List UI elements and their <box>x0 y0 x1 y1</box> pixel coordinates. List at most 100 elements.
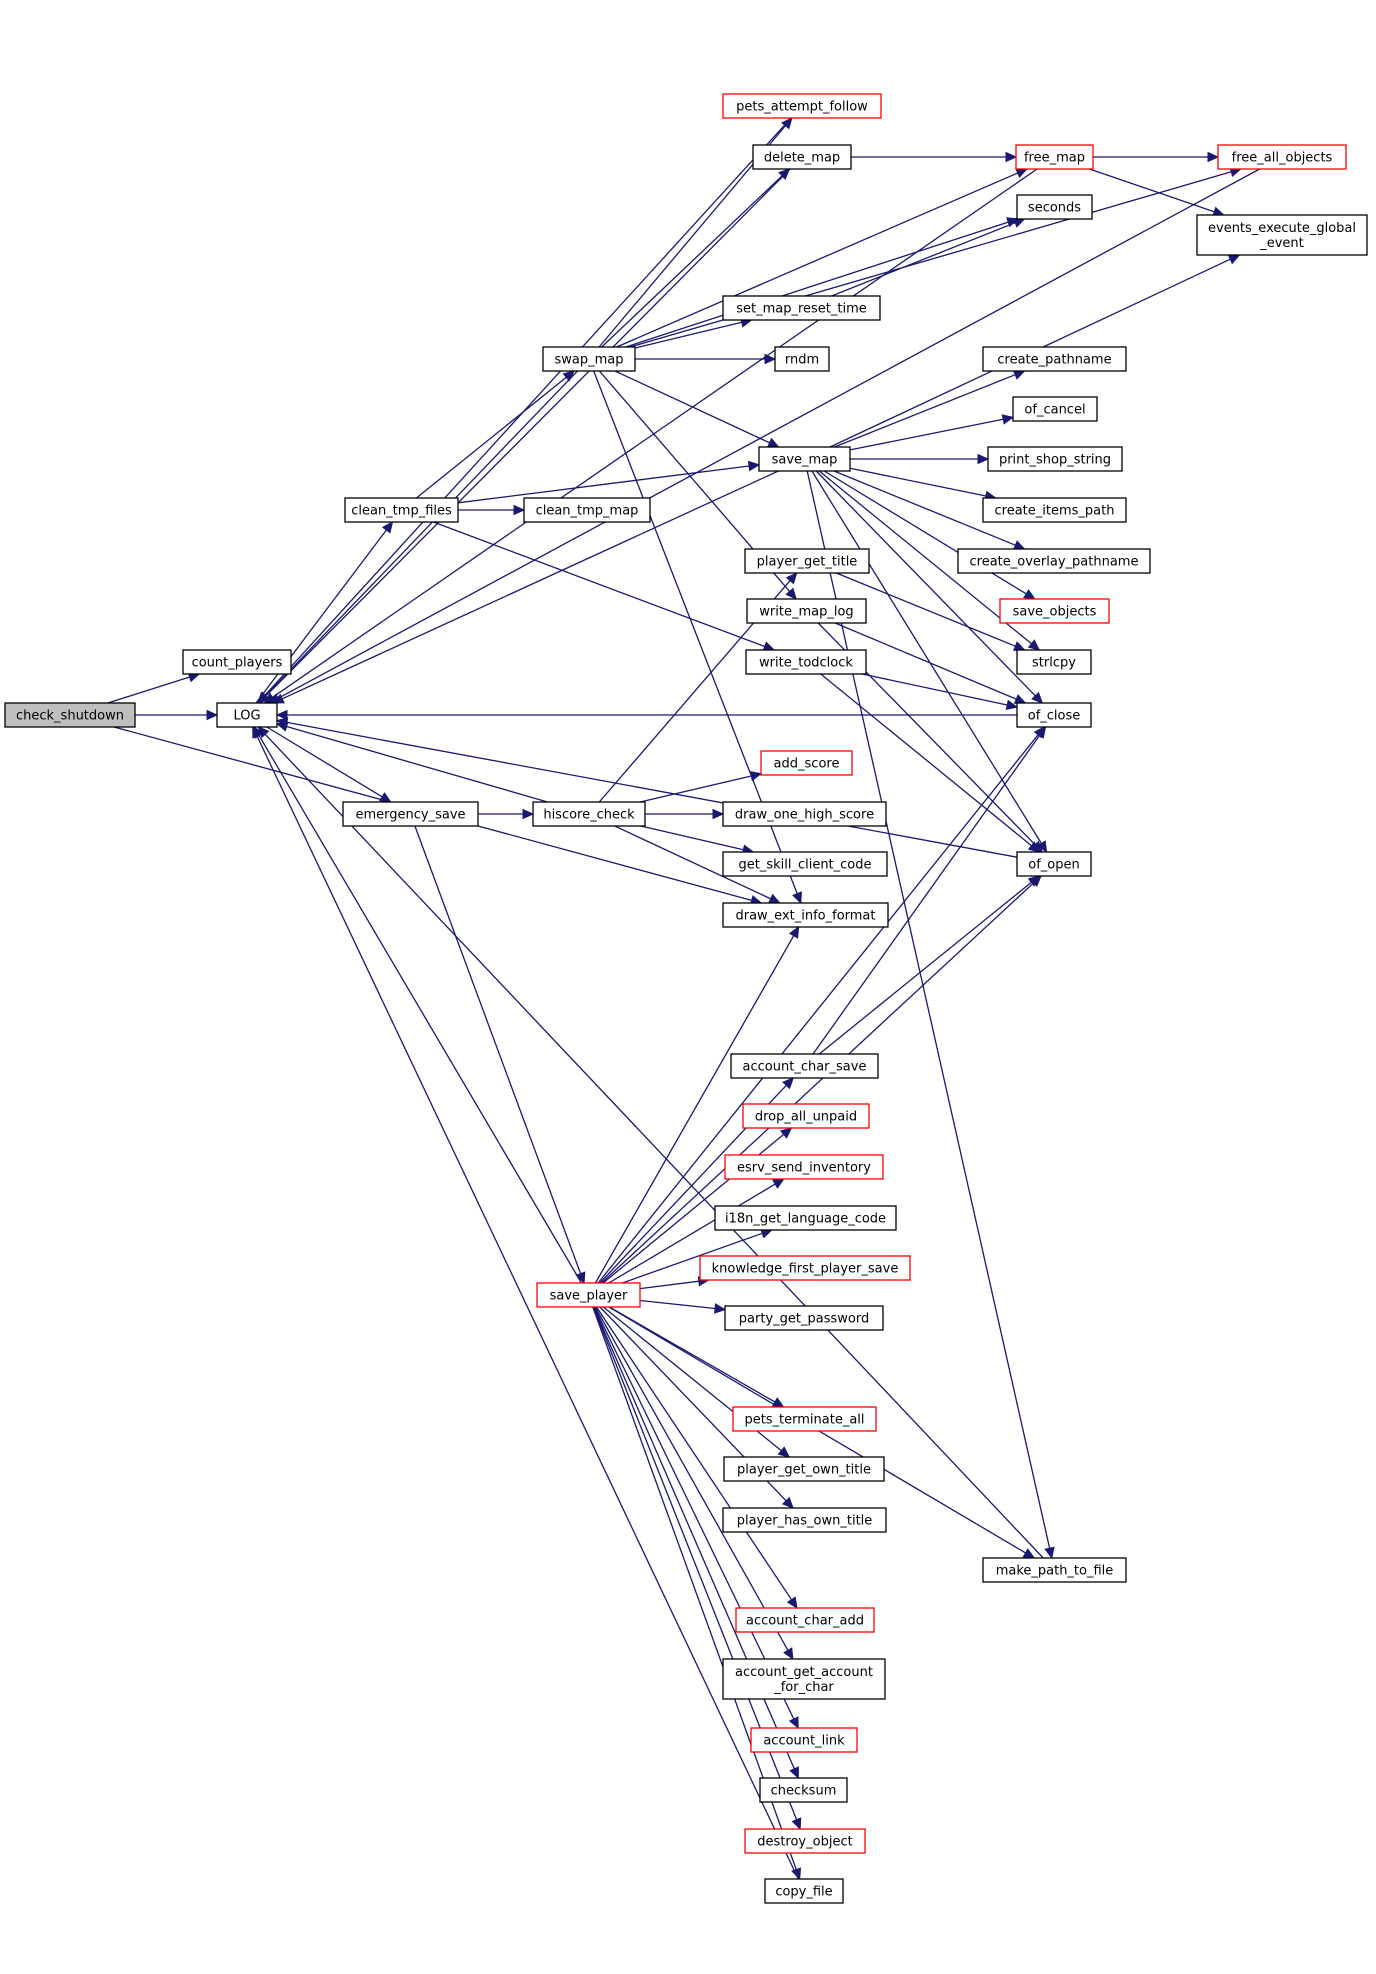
node-label: party_get_password <box>739 1312 869 1327</box>
node-label: strlcpy <box>1032 656 1076 671</box>
node-label: knowledge_first_player_save <box>712 1262 899 1277</box>
node-of-open[interactable]: of_open <box>1016 851 1092 877</box>
edge-swap_map-to-free_map <box>616 168 1028 348</box>
node-clean-tmp-files[interactable]: clean_tmp_files <box>344 497 459 523</box>
node-rndm[interactable]: rndm <box>774 346 830 372</box>
node-create-pathname[interactable]: create_pathname <box>982 346 1127 372</box>
node-label: of_cancel <box>1024 403 1085 418</box>
node-of-cancel[interactable]: of_cancel <box>1012 396 1098 422</box>
node-label: save_objects <box>1013 605 1097 620</box>
node-label: swap_map <box>554 353 623 368</box>
node-account-get-account-for-char[interactable]: account_get_account_for_char <box>722 1658 886 1700</box>
node-party-get-password[interactable]: party_get_password <box>724 1305 884 1331</box>
edge-swap_map-to-seconds <box>625 217 1019 348</box>
node-clean-tmp-map[interactable]: clean_tmp_map <box>523 497 651 523</box>
node-player-has-own-title[interactable]: player_has_own_title <box>722 1507 887 1533</box>
node-player-get-own-title[interactable]: player_get_own_title <box>723 1456 885 1482</box>
edge-free_map-to-events_execute_global_event <box>1089 168 1225 217</box>
edge-save_player-to-player_get_own_title <box>602 1306 791 1458</box>
node-add-score[interactable]: add_score <box>760 750 853 776</box>
node-esrv-send-inventory[interactable]: esrv_send_inventory <box>724 1154 884 1180</box>
node-knowledge-first-player-save[interactable]: knowledge_first_player_save <box>699 1255 911 1281</box>
edge-clean_tmp_files-to-save_map <box>457 460 761 504</box>
node-write-todclock[interactable]: write_todclock <box>745 649 867 675</box>
node-drop-all-unpaid[interactable]: drop_all_unpaid <box>742 1103 870 1129</box>
node-create-overlay-pathname[interactable]: create_overlay_pathname <box>957 548 1151 574</box>
node-label: set_map_reset_time <box>736 302 867 317</box>
edge-delete_map-to-free_map <box>851 151 1018 163</box>
edge-write_todclock-to-of_open <box>820 673 1041 853</box>
edge-save_map-to-of_cancel <box>849 414 1015 451</box>
node-account-char-add[interactable]: account_char_add <box>735 1607 875 1633</box>
edge-save_player-to-knowledge_first_player_save <box>639 1276 711 1290</box>
edge-LOG-to-emergency_save <box>266 726 392 803</box>
node-save-map[interactable]: save_map <box>758 446 851 472</box>
node-hiscore-check[interactable]: hiscore_check <box>532 801 646 827</box>
node-label: create_overlay_pathname <box>970 555 1139 570</box>
edge-save_player-to-party_get_password <box>639 1299 727 1314</box>
node-print-shop-string[interactable]: print_shop_string <box>987 446 1123 472</box>
edges <box>107 117 1261 1881</box>
node-account-char-save[interactable]: account_char_save <box>730 1053 879 1079</box>
node-label: clean_tmp_files <box>351 504 452 519</box>
node-emergency-save[interactable]: emergency_save <box>342 801 479 827</box>
node-check-shutdown[interactable]: check_shutdown <box>4 702 136 728</box>
node-label: account_link <box>763 1734 845 1749</box>
node-i18n-get-language-code[interactable]: i18n_get_language_code <box>714 1205 897 1231</box>
node-label: i18n_get_language_code <box>725 1212 886 1227</box>
node-events-execute-global-event[interactable]: events_execute_global_event <box>1196 214 1368 256</box>
node-set-map-reset-time[interactable]: set_map_reset_time <box>722 295 881 321</box>
node-LOG[interactable]: LOG <box>216 702 278 728</box>
node-pets-terminate-all[interactable]: pets_terminate_all <box>732 1406 877 1432</box>
node-save-player[interactable]: save_player <box>536 1282 641 1308</box>
node-label: check_shutdown <box>16 709 124 724</box>
edge-swap_map-to-save_map <box>614 370 780 448</box>
edge-check_shutdown-to-count_players <box>107 672 201 704</box>
edge-of_close-to-LOG <box>275 709 1017 721</box>
node-label: esrv_send_inventory <box>737 1161 871 1176</box>
node-pets-attempt-follow[interactable]: pets_attempt_follow <box>722 93 882 119</box>
node-label: player_has_own_title <box>737 1514 873 1529</box>
node-account-link[interactable]: account_link <box>750 1727 858 1753</box>
node-draw-ext-info-format[interactable]: draw_ext_info_format <box>722 902 889 928</box>
node-create-items-path[interactable]: create_items_path <box>982 497 1127 523</box>
edge-write_todclock-to-of_close <box>862 673 1019 711</box>
edge-save_map-to-save_objects <box>823 470 1036 600</box>
node-delete-map[interactable]: delete_map <box>752 144 852 170</box>
edge-save_player-to-account_char_add <box>595 1306 798 1610</box>
edge-save_map-to-create_items_path <box>849 467 997 502</box>
node-swap-map[interactable]: swap_map <box>542 346 636 372</box>
node-destroy-object[interactable]: destroy_object <box>744 1828 866 1854</box>
node-make-path-to-file[interactable]: make_path_to_file <box>982 1557 1127 1583</box>
edge-hiscore_check-to-get_skill_client_code <box>640 825 755 855</box>
edge-copy_file-to-LOG <box>252 725 799 1880</box>
node-write-map-log[interactable]: write_map_log <box>746 598 867 624</box>
node-strlcpy[interactable]: strlcpy <box>1016 649 1092 675</box>
node-free-all-objects[interactable]: free_all_objects <box>1217 144 1347 170</box>
node-save-objects[interactable]: save_objects <box>999 598 1110 624</box>
edge-save_map-to-of_open <box>811 470 1048 854</box>
edge-clean_tmp_files-to-swap_map <box>415 370 576 499</box>
node-of-close[interactable]: of_close <box>1016 702 1092 728</box>
node-label: get_skill_client_code <box>738 858 871 873</box>
node-label: delete_map <box>764 151 840 166</box>
node-draw-one-high-score[interactable]: draw_one_high_score <box>722 801 887 827</box>
edge-delete_map-to-LOG <box>258 168 791 704</box>
node-seconds[interactable]: seconds <box>1016 194 1093 220</box>
node-copy-file[interactable]: copy_file <box>764 1878 844 1904</box>
node-label: pets_terminate_all <box>744 1413 864 1428</box>
edge-player_get_title-to-strlcpy <box>836 572 1026 651</box>
node-get-skill-client-code[interactable]: get_skill_client_code <box>722 851 888 877</box>
node-label: account_get_account <box>735 1665 873 1680</box>
edge-emergency_save-to-save_player <box>414 825 586 1285</box>
node-count-players[interactable]: count_players <box>182 649 292 675</box>
node-free-map[interactable]: free_map <box>1015 144 1094 170</box>
edge-emergency_save-to-hiscore_check <box>477 808 535 820</box>
edge-save_map-to-create_pathname <box>834 369 1026 448</box>
node-label: create_items_path <box>995 504 1115 519</box>
node-checksum[interactable]: checksum <box>759 1777 848 1803</box>
node-player-get-title[interactable]: player_get_title <box>744 548 870 574</box>
node-label: save_map <box>772 453 838 468</box>
